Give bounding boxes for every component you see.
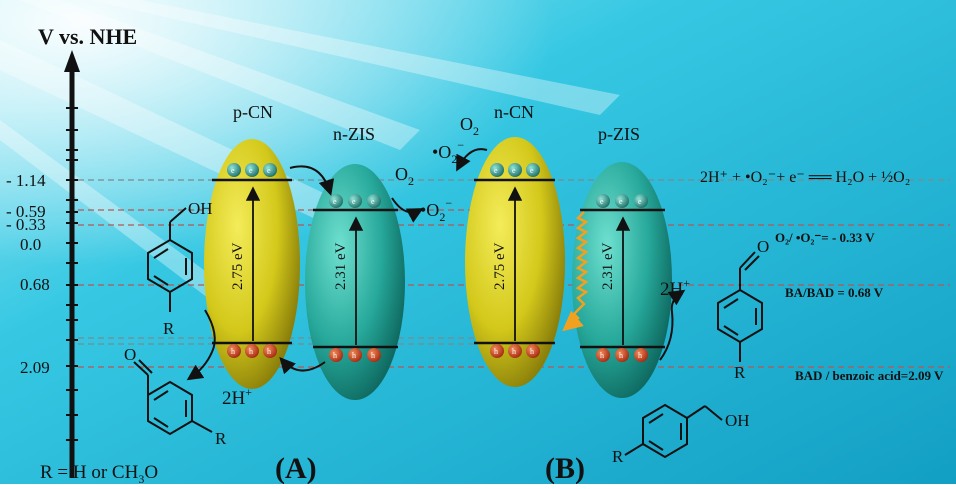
svg-text:e: e xyxy=(333,197,337,206)
carrier-symbols-a: e e e e e e h h h h h h xyxy=(231,166,375,360)
holes-ncn-b xyxy=(490,344,540,358)
svg-text:e: e xyxy=(530,166,534,175)
svg-text:e: e xyxy=(512,166,516,175)
panel-b-label: (B) xyxy=(545,452,585,484)
svg-text:h: h xyxy=(638,351,642,360)
svg-text:h: h xyxy=(249,347,253,356)
superoxide-label-b: •O2− xyxy=(432,138,464,166)
r-note: R = H or CH3O xyxy=(40,462,158,484)
svg-text:h: h xyxy=(333,351,337,360)
oh-label-b: OH xyxy=(725,411,750,430)
tick-label-neg033: - 0.33 xyxy=(6,215,46,234)
r-label-a-top: R xyxy=(163,319,175,338)
pzis-label-b: p-ZIS xyxy=(598,124,640,144)
svg-text:e: e xyxy=(619,197,623,206)
svg-text:e: e xyxy=(638,197,642,206)
o2-reduction-arrow-b xyxy=(456,148,488,172)
ncn-label-b: n-CN xyxy=(494,102,534,122)
recombination-wavy-arrow xyxy=(562,211,589,332)
pcn-label-a: p-CN xyxy=(233,102,273,122)
svg-text:h: h xyxy=(267,347,271,356)
o-label-b: O xyxy=(757,237,769,256)
electrons-nzis-a xyxy=(329,194,381,208)
pcn-gap-label-a: 2.75 eV xyxy=(230,242,246,290)
panel-a-label: (A) xyxy=(275,452,317,484)
ba-bad-label: BA/BAD = 0.68 V xyxy=(785,285,884,300)
benzaldehyde-molecule-b xyxy=(717,251,763,362)
r-label-b-bottom: R xyxy=(612,447,624,466)
oxidation-arrow-b xyxy=(659,289,686,361)
tick-label-209: 2.09 xyxy=(20,358,50,377)
pzis-gap-label-b: 2.31 eV xyxy=(600,242,616,290)
svg-text:e: e xyxy=(231,166,235,175)
o2-potential-label: O₂/ •O₂⁻= - 0.33 V xyxy=(775,230,875,245)
svg-text:e: e xyxy=(494,166,498,175)
tick-label-zero: 0.0 xyxy=(20,235,41,254)
electrons-ncn-b xyxy=(490,163,540,177)
svg-text:h: h xyxy=(530,347,534,356)
o2-reduction-arrow-a xyxy=(391,197,424,223)
holes-nzis-a xyxy=(329,348,381,362)
electrons-pcn-a xyxy=(227,163,277,177)
r-label-b-top: R xyxy=(734,363,746,382)
superoxide-label-a: •O2− xyxy=(420,196,452,224)
o2-label-b: O2 xyxy=(460,114,479,138)
svg-text:e: e xyxy=(267,166,271,175)
svg-text:h: h xyxy=(352,351,356,360)
pzis-ellipse-b xyxy=(572,162,672,398)
benzaldehyde-molecule-a xyxy=(133,359,213,436)
tick-label-neg059: - 0.59 xyxy=(6,202,46,221)
axis-ticks xyxy=(66,107,78,441)
nzis-ellipse-a xyxy=(305,164,405,400)
oxidation-arrow-a xyxy=(186,309,216,381)
hole-transfer-arrow-a xyxy=(279,357,326,375)
svg-text:h: h xyxy=(494,347,498,356)
benzyl-alcohol-molecule-a xyxy=(147,207,193,312)
svg-text:h: h xyxy=(371,351,375,360)
benzyl-alcohol-molecule-b xyxy=(624,403,723,459)
axis-title: V vs. NHE xyxy=(38,24,137,49)
oh-label-a: OH xyxy=(188,199,213,218)
reaction-equation: 2H⁺ + •O₂⁻+ e⁻ ══ H₂O + ½O₂ xyxy=(700,169,910,186)
holes-pcn-a xyxy=(227,344,277,358)
pcn-ellipse-a xyxy=(204,139,300,389)
svg-text:e: e xyxy=(371,197,375,206)
holes-pzis-b xyxy=(596,348,648,362)
svg-text:e: e xyxy=(249,166,253,175)
svg-text:e: e xyxy=(600,197,604,206)
o-label-a: O xyxy=(124,345,136,364)
axis-arrowhead xyxy=(64,50,80,72)
carrier-symbols-b: e e e e e e h h h h h h xyxy=(494,166,642,360)
two-h-label-b: 2H+ xyxy=(660,276,690,300)
svg-text:h: h xyxy=(619,351,623,360)
svg-text:h: h xyxy=(512,347,516,356)
electron-transfer-arrow-a xyxy=(289,165,335,196)
electrons-pzis-b xyxy=(596,194,648,208)
tick-label-neg114: - 1.14 xyxy=(6,171,46,190)
tick-label-068: 0.68 xyxy=(20,275,50,294)
nzis-label-a: n-ZIS xyxy=(333,124,375,144)
svg-text:h: h xyxy=(231,347,235,356)
svg-text:h: h xyxy=(600,351,604,360)
r-label-a-bottom: R xyxy=(215,429,227,448)
nzis-gap-label-a: 2.31 eV xyxy=(333,242,349,290)
svg-text:e: e xyxy=(352,197,356,206)
o2-label-a: O2 xyxy=(395,164,414,188)
two-h-label-a: 2H+ xyxy=(222,385,252,409)
ncn-gap-label-b: 2.75 eV xyxy=(492,242,508,290)
bad-acid-label: BAD / benzoic acid=2.09 V xyxy=(795,368,944,383)
